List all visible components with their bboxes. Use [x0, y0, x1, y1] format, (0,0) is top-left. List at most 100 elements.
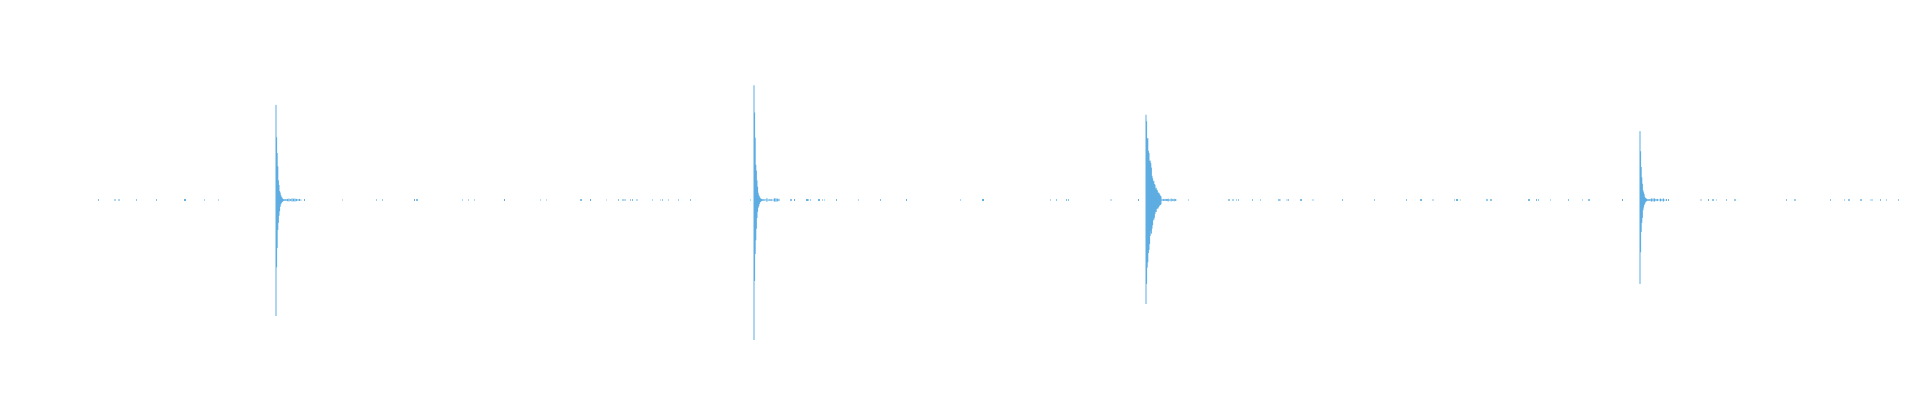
noise-tick: [1726, 199, 1727, 201]
waveform-transient-1: [275, 104, 302, 316]
noise-tick: [690, 199, 691, 201]
noise-tick: [668, 199, 669, 201]
noise-tick: [1138, 199, 1139, 201]
noise-tick: [1872, 199, 1873, 201]
noise-tick: [114, 199, 116, 201]
noise-tick: [632, 199, 633, 201]
noise-tick: [590, 199, 591, 201]
transient-tail: [1655, 199, 1657, 201]
noise-tick: [1110, 199, 1112, 201]
transient-tail: [1170, 198, 1172, 202]
noise-tick: [808, 199, 809, 201]
noise-tick: [1786, 199, 1787, 201]
noise-tick: [1716, 199, 1717, 201]
noise-tick: [1300, 199, 1302, 201]
transient-tail: [764, 199, 766, 201]
transient-tail: [1659, 198, 1661, 202]
noise-tick: [678, 199, 679, 201]
transient-burst: [1639, 131, 1651, 284]
noise-tick: [342, 199, 343, 201]
noise-tick: [1280, 199, 1281, 201]
transient-burst: [753, 85, 765, 340]
transient-tail: [292, 198, 294, 202]
noise-tick: [1066, 199, 1067, 201]
transient-tail: [776, 198, 778, 202]
noise-tick: [1794, 199, 1796, 201]
noise-tick: [1238, 199, 1239, 201]
noise-tick: [806, 199, 808, 201]
noise-tick: [1588, 199, 1590, 201]
noise-tick: [504, 199, 505, 201]
noise-tick: [662, 199, 663, 201]
noise-tick: [1252, 199, 1253, 201]
noise-tick: [1528, 199, 1530, 201]
waveform-transient-3: [1145, 114, 1177, 304]
noise-tick: [606, 199, 607, 201]
transient-tail: [295, 198, 297, 202]
noise-tick: [1260, 199, 1261, 201]
noise-tick: [1880, 199, 1881, 201]
noise-tick: [1898, 199, 1899, 201]
noise-tick: [1056, 199, 1057, 201]
noise-tick: [218, 199, 219, 201]
noise-tick: [136, 199, 137, 201]
noise-tick: [416, 199, 418, 201]
noise-tick: [580, 199, 582, 201]
noise-tick: [546, 199, 547, 201]
noise-tick: [540, 199, 541, 201]
transient-tail: [1163, 198, 1165, 201]
noise-tick: [1486, 199, 1488, 201]
transient-tail: [772, 199, 774, 201]
noise-tick: [1536, 199, 1537, 201]
noise-tick: [1860, 199, 1862, 201]
noise-tick: [1870, 199, 1872, 201]
noise-tick: [790, 199, 792, 201]
noise-tick: [818, 199, 820, 201]
noise-tick: [1236, 199, 1237, 201]
noise-tick: [1712, 199, 1714, 201]
noise-tick: [474, 199, 475, 201]
transient-tail: [767, 199, 769, 201]
transient-tail: [1650, 198, 1652, 202]
noise-tick: [1228, 199, 1230, 201]
waveform-transient-4: [1639, 131, 1666, 284]
transient-tail: [286, 198, 288, 202]
transient-tail: [1653, 198, 1655, 202]
waveform-noise: [98, 199, 1899, 201]
noise-tick: [824, 199, 825, 201]
transient-tail: [778, 198, 780, 202]
noise-tick: [376, 199, 377, 201]
noise-tick: [1844, 199, 1845, 201]
transient-tail: [1664, 199, 1666, 201]
noise-tick: [858, 199, 859, 201]
noise-tick: [1550, 199, 1551, 201]
waveform-transients: [275, 85, 1666, 340]
noise-tick: [636, 199, 638, 201]
transient-tail: [1658, 199, 1660, 201]
noise-tick: [1050, 199, 1051, 201]
noise-tick: [982, 199, 984, 201]
noise-tick: [1068, 199, 1069, 201]
noise-tick: [822, 199, 823, 201]
noise-tick: [1232, 199, 1234, 201]
transient-burst: [1145, 114, 1162, 304]
transient-tail: [298, 198, 300, 201]
noise-tick: [1288, 199, 1289, 201]
noise-tick: [1708, 199, 1709, 201]
noise-tick: [906, 199, 907, 201]
transient-burst: [275, 104, 287, 316]
noise-tick: [1432, 199, 1434, 201]
noise-tick: [98, 199, 99, 201]
noise-tick: [836, 199, 837, 201]
noise-tick: [1734, 199, 1736, 201]
noise-tick: [810, 199, 811, 201]
noise-tick: [1568, 199, 1569, 201]
noise-tick: [652, 199, 653, 201]
transient-tail: [1652, 198, 1654, 202]
noise-tick: [1886, 199, 1887, 201]
noise-tick: [1460, 199, 1461, 201]
transient-tail: [291, 198, 293, 202]
transient-tail: [766, 198, 768, 202]
